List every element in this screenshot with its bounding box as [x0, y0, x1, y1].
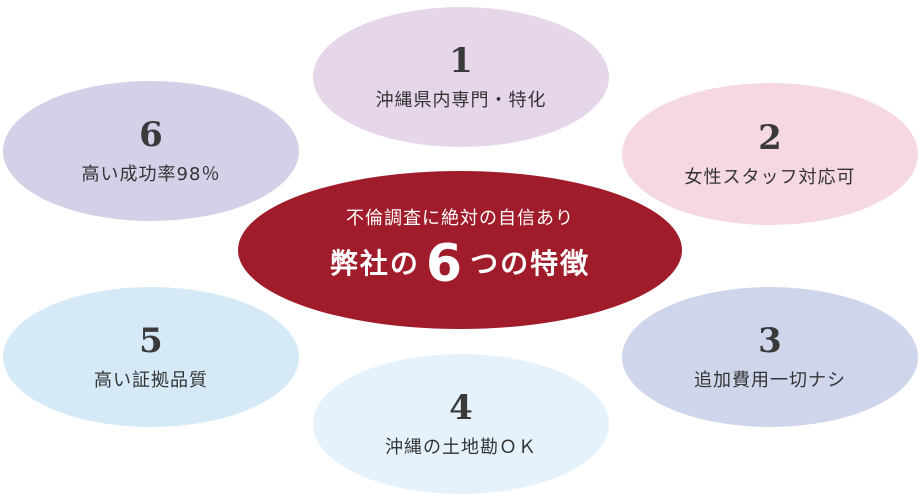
feature-4-bubble: 4 沖縄の土地勘ＯＫ: [313, 354, 609, 494]
feature-1-bubble: 1 沖縄県内専門・特化: [313, 7, 609, 147]
feature-4-number: 4: [449, 388, 473, 428]
feature-2-bubble: 2 女性スタッフ対応可: [622, 83, 918, 225]
feature-1-number: 1: [449, 41, 473, 81]
center-title: 弊社の 6 つの特徴: [330, 238, 590, 290]
feature-2-label: 女性スタッフ対応可: [684, 167, 856, 188]
center-title-number: 6: [425, 234, 465, 294]
feature-5-label: 高い証拠品質: [94, 370, 208, 391]
center-title-after: つの特徴: [470, 247, 591, 280]
feature-3-number: 3: [758, 321, 782, 361]
feature-1-label: 沖縄県内専門・特化: [375, 90, 547, 111]
feature-5-number: 5: [139, 321, 163, 361]
feature-6-bubble: 6 高い成功率98％: [3, 81, 299, 221]
feature-3-bubble: 3 追加費用一切ナシ: [622, 287, 918, 427]
feature-2-number: 2: [758, 118, 782, 158]
feature-5-bubble: 5 高い証拠品質: [3, 287, 299, 427]
center-title-before: 弊社の: [329, 247, 420, 280]
feature-3-label: 追加費用一切ナシ: [694, 370, 846, 391]
feature-6-label: 高い成功率98％: [81, 164, 221, 185]
feature-6-number: 6: [139, 115, 163, 155]
center-title-bubble: 不倫調査に絶対の自信あり 弊社の 6 つの特徴: [238, 171, 682, 329]
feature-4-label: 沖縄の土地勘ＯＫ: [385, 437, 537, 458]
center-subtitle: 不倫調査に絶対の自信あり: [346, 208, 574, 229]
